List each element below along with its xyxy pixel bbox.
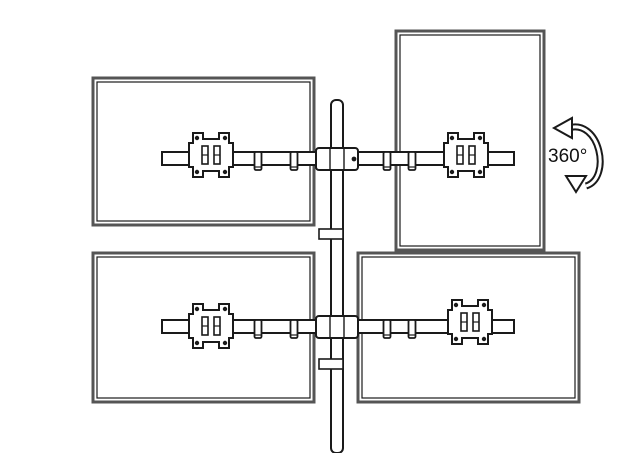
upper-arm (161, 147, 515, 171)
vesa-plate-icon (188, 132, 234, 178)
vesa-plate-icon (188, 303, 234, 349)
rotation-label: 360° (548, 146, 588, 167)
mount-pole (318, 99, 344, 453)
vesa-plate-icon (447, 299, 493, 345)
rotation-arrow-icon (551, 116, 604, 194)
vesa-plate-icon (443, 132, 489, 178)
lower-arm (161, 315, 515, 339)
